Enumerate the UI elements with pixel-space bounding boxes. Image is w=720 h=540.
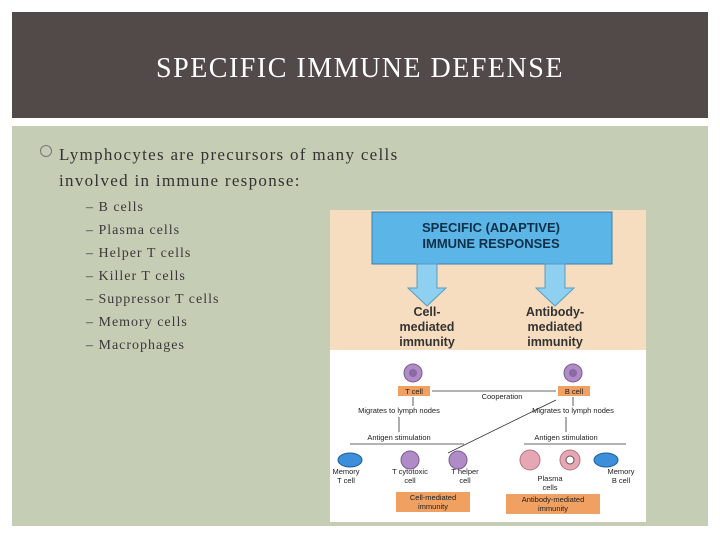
memory-b-cell-icon — [593, 452, 619, 468]
t-migrates-label: Migrates to lymph nodes — [358, 406, 440, 415]
b-cell-label-box — [558, 386, 590, 396]
diagram-header-box — [371, 211, 613, 265]
antibody-mediated-label-1: Antibody-mediated — [522, 495, 585, 504]
sub-item: – Killer T cells — [86, 269, 186, 284]
bullet-line-1: Lymphocytes are precursors of many cells — [59, 145, 399, 164]
sub-item: – Memory cells — [86, 315, 188, 330]
left-branch-3: immunity — [399, 335, 455, 349]
helper-t-cell-icon — [448, 450, 468, 470]
left-down-arrow — [406, 263, 448, 307]
plasma-cell-icon-1 — [519, 449, 541, 471]
sub-item: – Macrophages — [86, 338, 185, 353]
left-branch-2: mediated — [400, 320, 455, 334]
helper-t-label-1: T helper — [451, 467, 479, 476]
sub-item: – B cells — [86, 200, 144, 215]
cytotoxic-t-label-2: cell — [404, 476, 416, 485]
right-branch-1: Antibody- — [526, 305, 584, 319]
title-bar: SPECIFIC IMMUNE DEFENSE — [12, 12, 708, 118]
cell-mediated-label-2: immunity — [418, 502, 448, 511]
memory-t-label-2: T cell — [337, 476, 355, 485]
immune-response-diagram: SPECIFIC (ADAPTIVE) IMMUNE RESPONSES Cel… — [330, 210, 646, 522]
b-cell-nucleus-icon — [569, 369, 577, 377]
antibody-mediated-label-2: immunity — [538, 504, 568, 513]
antibody-mediated-box — [506, 494, 600, 514]
t-antigen-label: Antigen stimulation — [367, 433, 430, 442]
t-cell-label-box — [398, 386, 430, 396]
t-cell-label: T cell — [405, 387, 423, 396]
bullet-ring-icon — [40, 145, 52, 157]
plasma-label-1: Plasma — [537, 474, 563, 483]
memory-b-label-2: B cell — [612, 476, 631, 485]
plasma-label-2: cells — [542, 483, 557, 492]
b-migrates-label: Migrates to lymph nodes — [532, 406, 614, 415]
cell-mediated-label-1: Cell-mediated — [410, 493, 456, 502]
cytotoxic-t-cell-icon — [400, 450, 420, 470]
main-bullet: Lymphocytes are precursors of many cells… — [42, 142, 462, 194]
diagram-heading-1: SPECIFIC (ADAPTIVE) — [422, 220, 560, 235]
helper-t-label-2: cell — [459, 476, 471, 485]
cell-mediated-box — [396, 492, 470, 512]
diagram-heading-2: IMMUNE RESPONSES — [422, 236, 560, 251]
cytotoxic-t-label-1: T cytotoxic — [392, 467, 428, 476]
slide-title: SPECIFIC IMMUNE DEFENSE — [156, 53, 564, 84]
left-branch-1: Cell- — [413, 305, 440, 319]
right-down-arrow — [534, 263, 576, 307]
b-antigen-label: Antigen stimulation — [534, 433, 597, 442]
memory-b-label-1: Memory — [607, 467, 634, 476]
sub-item: – Helper T cells — [86, 246, 192, 261]
b-cell-label: B cell — [565, 387, 584, 396]
right-branch-2: mediated — [528, 320, 583, 334]
right-branch-3: immunity — [527, 335, 583, 349]
sub-item: – Plasma cells — [86, 223, 181, 238]
diagram-lower-bg — [330, 350, 646, 522]
t-cell-nucleus-icon — [409, 369, 417, 377]
memory-t-cell-icon — [337, 452, 363, 468]
helper-cross-line — [447, 399, 557, 454]
sub-item: – Suppressor T cells — [86, 292, 220, 307]
plasma-nucleus-icon — [565, 455, 575, 465]
sub-list: – B cells – Plasma cells – Helper T cell… — [86, 196, 219, 357]
bullet-line-2: involved in immune response: — [59, 171, 301, 190]
cooperation-label: Cooperation — [482, 392, 523, 401]
memory-t-label-1: Memory — [332, 467, 359, 476]
